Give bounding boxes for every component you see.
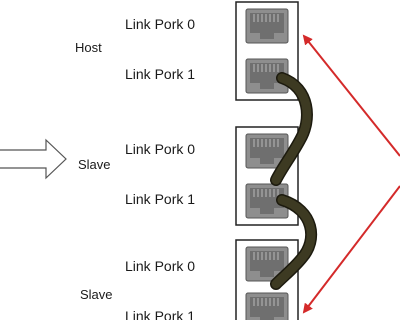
host-unit: Link Pork 0 Link Pork 1 Host xyxy=(75,1,299,101)
ethernet-port-icon xyxy=(241,289,293,320)
ring-arrows xyxy=(302,34,400,314)
ethernet-port-icon xyxy=(241,5,293,47)
role-label: Host xyxy=(75,40,102,55)
role-label: Slave xyxy=(78,157,111,172)
cables xyxy=(270,72,318,290)
red-arrow-icon xyxy=(302,185,400,314)
red-arrow-icon xyxy=(302,34,400,157)
port-label: Link Pork 1 xyxy=(125,191,195,207)
port-label: Link Pork 1 xyxy=(125,66,195,82)
ethernet-cable-core xyxy=(271,73,312,185)
hollow-right-arrow-icon xyxy=(0,138,67,180)
slave-unit-1: Link Pork 0 Link Pork 1 Slave xyxy=(0,126,299,226)
role-label: Slave xyxy=(80,287,113,302)
port-label: Link Pork 0 xyxy=(125,141,195,157)
slave-unit-2: Link Pork 0 Link Pork 1 Slave xyxy=(80,239,299,320)
port-label: Link Pork 0 xyxy=(125,16,195,32)
ethernet-cable-core xyxy=(271,195,316,289)
port-label: Link Pork 0 xyxy=(125,258,195,274)
port-label: Link Pork 1 xyxy=(125,308,195,320)
